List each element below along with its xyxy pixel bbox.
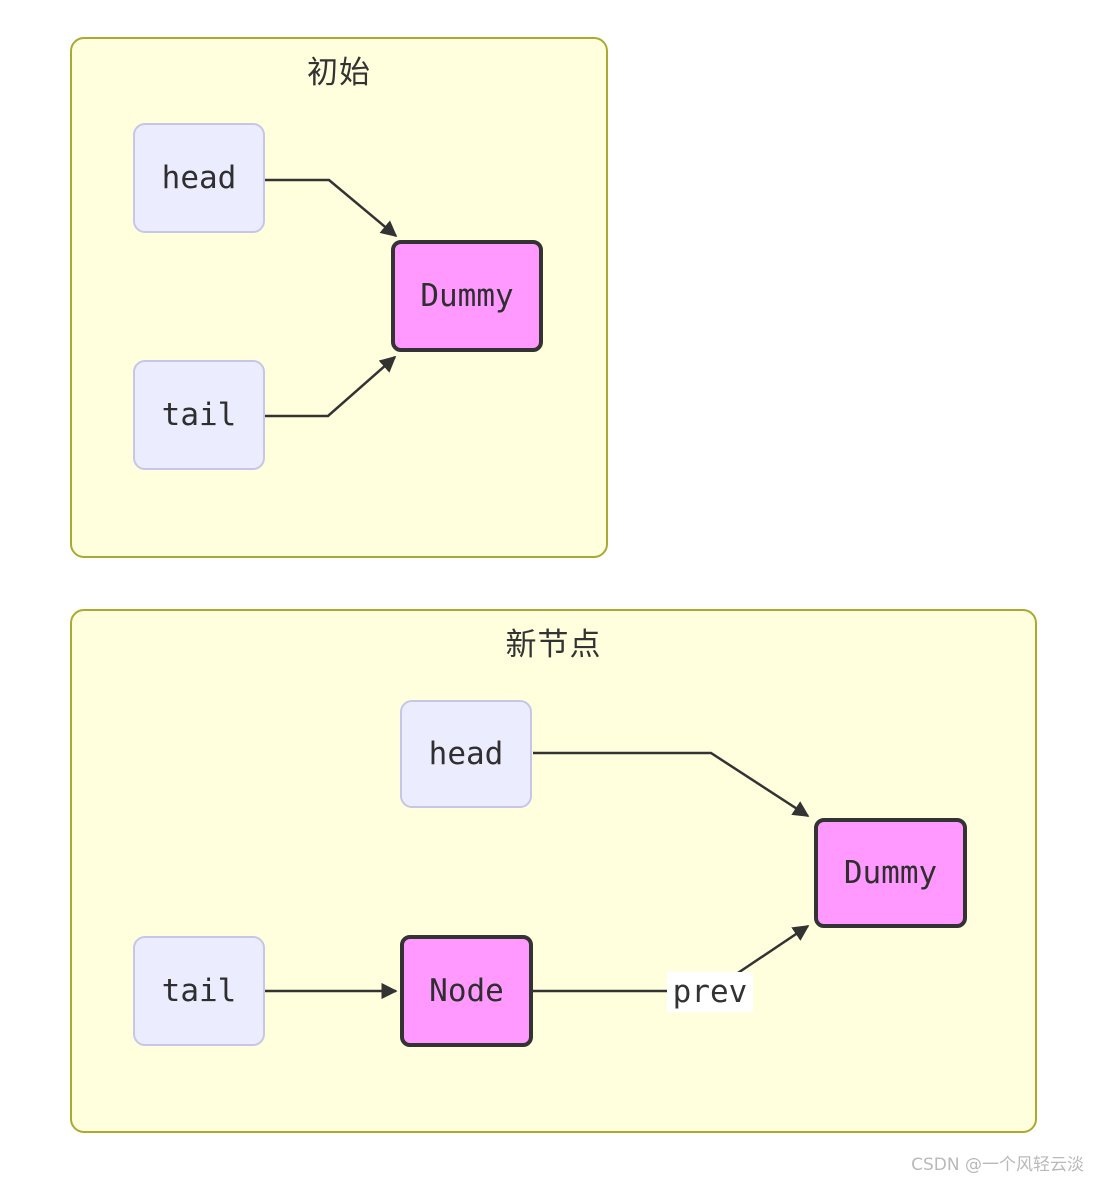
node-new-head: head — [400, 700, 532, 808]
node-new-node: Node — [400, 935, 533, 1047]
node-initial-tail: tail — [133, 360, 265, 470]
cluster-new-node-title: 新节点 — [505, 627, 602, 663]
csdn-watermark: CSDN @一个风轻云淡 — [911, 1155, 1084, 1175]
cluster-initial-title: 初始 — [307, 55, 371, 91]
node-new-tail: tail — [133, 936, 265, 1046]
edge-label-prev: prev — [667, 972, 753, 1012]
node-initial-head: head — [133, 123, 265, 233]
node-initial-dummy: Dummy — [391, 240, 543, 352]
node-new-dummy: Dummy — [814, 818, 967, 928]
